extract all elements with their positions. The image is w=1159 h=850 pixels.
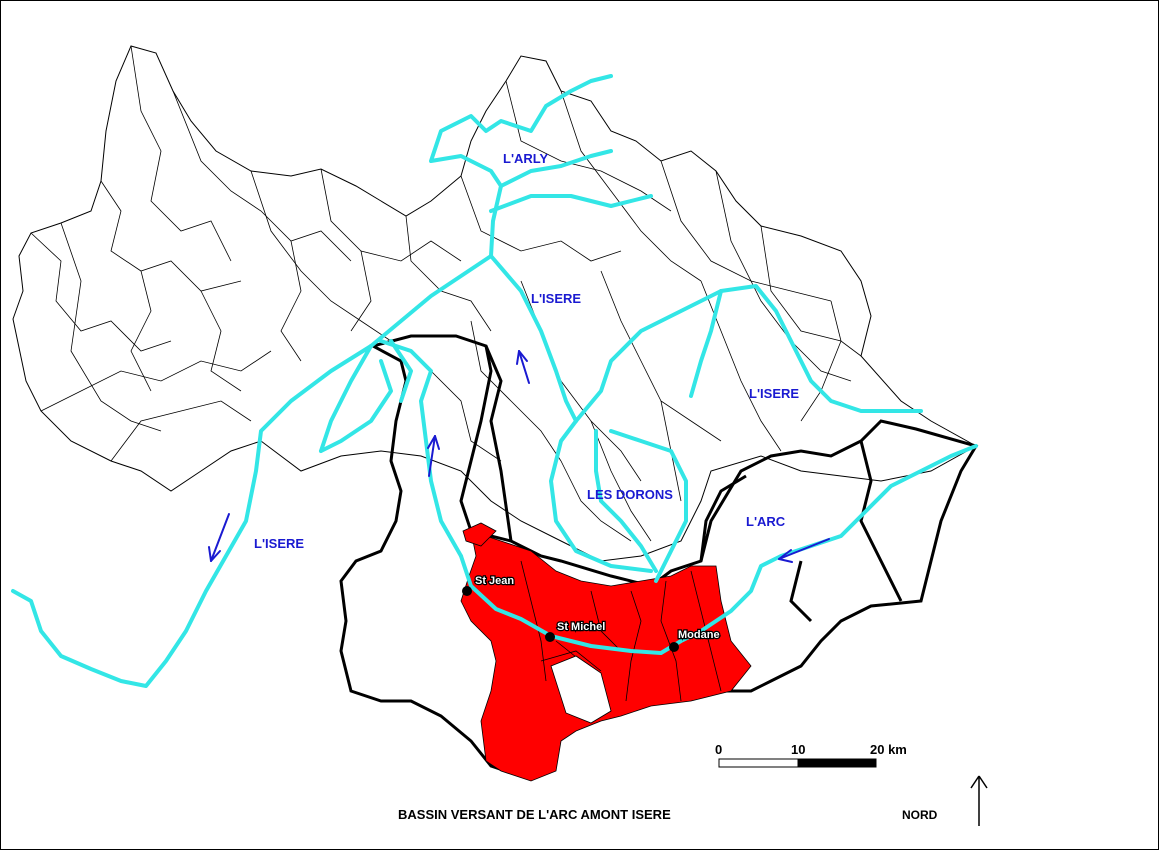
- arrow-isere-down: [208, 513, 230, 562]
- river-label-dorons: LES DORONS: [587, 487, 673, 502]
- scale-tick-10: 10: [791, 742, 805, 757]
- commune-boundaries: [30, 45, 862, 542]
- river-isere-east: [689, 289, 723, 398]
- river-label-isere-upper: L'ISERE: [531, 291, 581, 306]
- north-arrow: NORD: [902, 775, 988, 826]
- river-west-branch-c: [389, 339, 413, 403]
- highlighted-commune-north: [462, 522, 497, 547]
- scale-tick-20: 20 km: [870, 742, 907, 757]
- river-isere-upper: [574, 284, 923, 423]
- river-arc-tributary: [379, 339, 463, 558]
- river-arly: [429, 74, 613, 258]
- town-marker-st-jean: [462, 586, 472, 596]
- river-labels: L'ARLY L'ISERE L'ISERE L'ISERE LES DORON…: [254, 151, 799, 551]
- river-label-isere-east: L'ISERE: [749, 386, 799, 401]
- map-title: BASSIN VERSANT DE L'ARC AMONT ISERE: [398, 807, 671, 822]
- basin-boundary: [339, 334, 979, 778]
- sub-basin-boundary: [484, 345, 513, 542]
- river-west-branch-a: [319, 344, 373, 453]
- river-dorons: [549, 419, 653, 573]
- arrow-isere-up: [516, 350, 530, 384]
- river-isere-main: [369, 254, 578, 423]
- river-label-isere-lower: L'ISERE: [254, 536, 304, 551]
- river-arly-east: [489, 194, 653, 213]
- river-label-arc: L'ARC: [746, 514, 786, 529]
- scale-bar: 0 10 20 km: [715, 742, 907, 768]
- river-arly-branch: [499, 149, 613, 188]
- sub-basin-boundary-southeast: [859, 440, 903, 602]
- river-isere-lower: [11, 344, 373, 688]
- town-label-st-jean: St Jean: [475, 575, 514, 587]
- north-label: NORD: [902, 808, 938, 822]
- town-marker-st-michel: [545, 632, 555, 642]
- north-arrow-icon: [970, 775, 988, 826]
- arrow-arc-tributary-up: [427, 435, 440, 477]
- sub-basin-boundary-south: [789, 560, 813, 623]
- river-label-arly: L'ARLY: [503, 151, 549, 166]
- river-dorons-c: [609, 429, 688, 583]
- river-network: [11, 74, 978, 688]
- highlighted-commune-borders: [520, 560, 722, 712]
- town-label-modane: Modane: [678, 629, 720, 641]
- town-marker-modane: [669, 642, 679, 652]
- highlighted-communes: [460, 530, 752, 782]
- town-label-st-michel: St Michel: [557, 621, 605, 633]
- river-arc: [459, 444, 978, 655]
- sub-basin-boundary-east: [699, 474, 747, 562]
- town-labels: St Jean St Michel Modane: [474, 574, 721, 643]
- river-dorons-b: [594, 429, 658, 573]
- white-enclave: [550, 655, 612, 724]
- scale-tick-0: 0: [715, 742, 722, 757]
- arrow-arc-west: [778, 538, 830, 563]
- river-west-branch-b: [319, 359, 393, 453]
- flow-arrows: [208, 350, 830, 563]
- town-markers: [462, 586, 679, 652]
